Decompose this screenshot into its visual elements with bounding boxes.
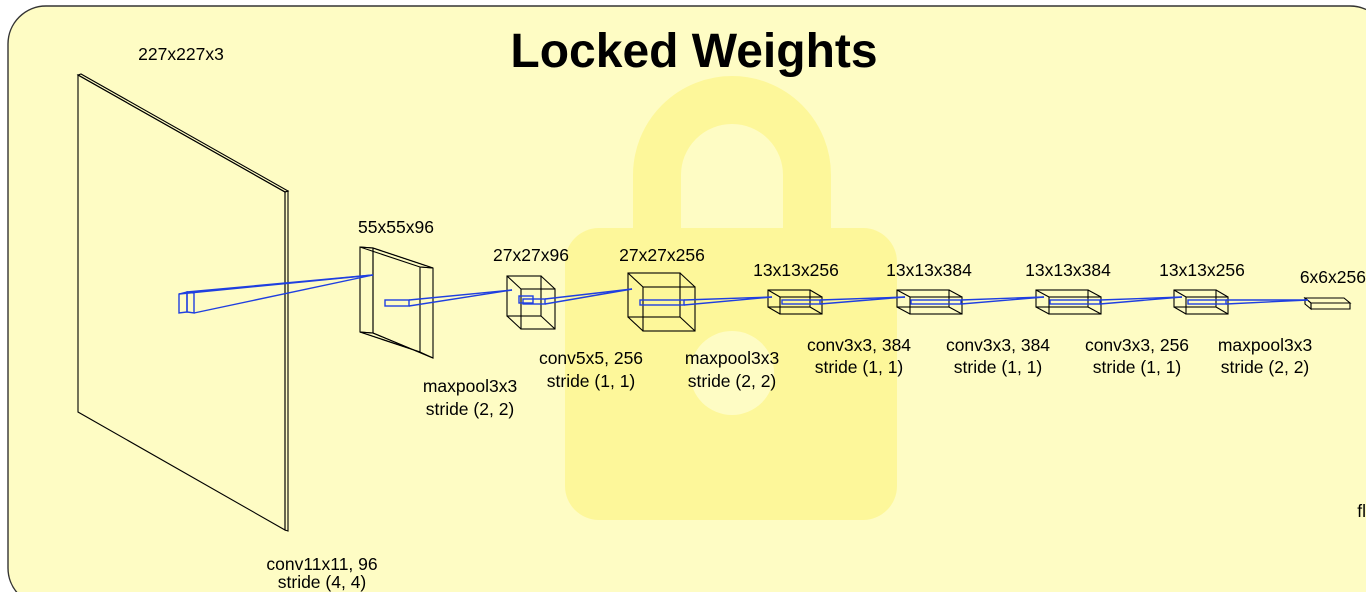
op-label-1-line2: stride (2, 2) [426, 399, 515, 419]
size-label-7: 13x13x256 [1159, 260, 1245, 280]
size-label-5: 13x13x384 [886, 260, 972, 280]
layer-box-1 [359, 246, 434, 359]
op-label-6-line2: stride (1, 1) [1093, 357, 1182, 377]
op-label-7-line1: maxpool3x3 [1218, 335, 1312, 355]
layer-box-7 [1173, 289, 1229, 315]
op-label-6-line1: conv3x3, 256 [1085, 335, 1189, 355]
op-label-3-line2: stride (2, 2) [688, 371, 777, 391]
op-label-7-line2: stride (2, 2) [1221, 357, 1310, 377]
layer-box-6 [1035, 289, 1102, 315]
op-label-3-line1: maxpool3x3 [685, 348, 779, 368]
op-label-input-line1: conv11x11, 96 [266, 554, 377, 574]
lock-icon [565, 76, 897, 520]
layer-box-5 [896, 289, 963, 315]
layer-box-4 [767, 289, 823, 315]
layer-box-8 [1303, 296, 1352, 311]
op-label-input-line2: stride (4, 4) [278, 572, 367, 592]
size-label-input: 227x227x3 [138, 44, 224, 64]
op-label-5-line1: conv3x3, 384 [946, 335, 1050, 355]
size-label-3: 27x27x256 [619, 245, 705, 265]
page-title: Locked Weights [510, 25, 877, 78]
op-label-5-line2: stride (1, 1) [954, 357, 1043, 377]
size-label-6: 13x13x384 [1025, 260, 1111, 280]
size-label-1: 55x55x96 [358, 217, 434, 237]
size-label-8: 6x6x256 [1300, 267, 1366, 287]
layer-box-2 [506, 275, 556, 330]
op-label-1-line1: maxpool3x3 [423, 376, 517, 396]
size-label-2: 27x27x96 [493, 245, 569, 265]
op-label-4-line1: conv3x3, 384 [807, 335, 911, 355]
layer-box-3 [627, 272, 696, 332]
size-label-4: 13x13x256 [753, 260, 839, 280]
op-label-2-line2: stride (1, 1) [547, 371, 636, 391]
edge-text: fl [1357, 501, 1366, 521]
op-label-2-line1: conv5x5, 256 [539, 348, 643, 368]
input-slab [76, 73, 290, 532]
kernel-connectors [178, 274, 1309, 314]
op-label-4-line2: stride (1, 1) [815, 357, 904, 377]
